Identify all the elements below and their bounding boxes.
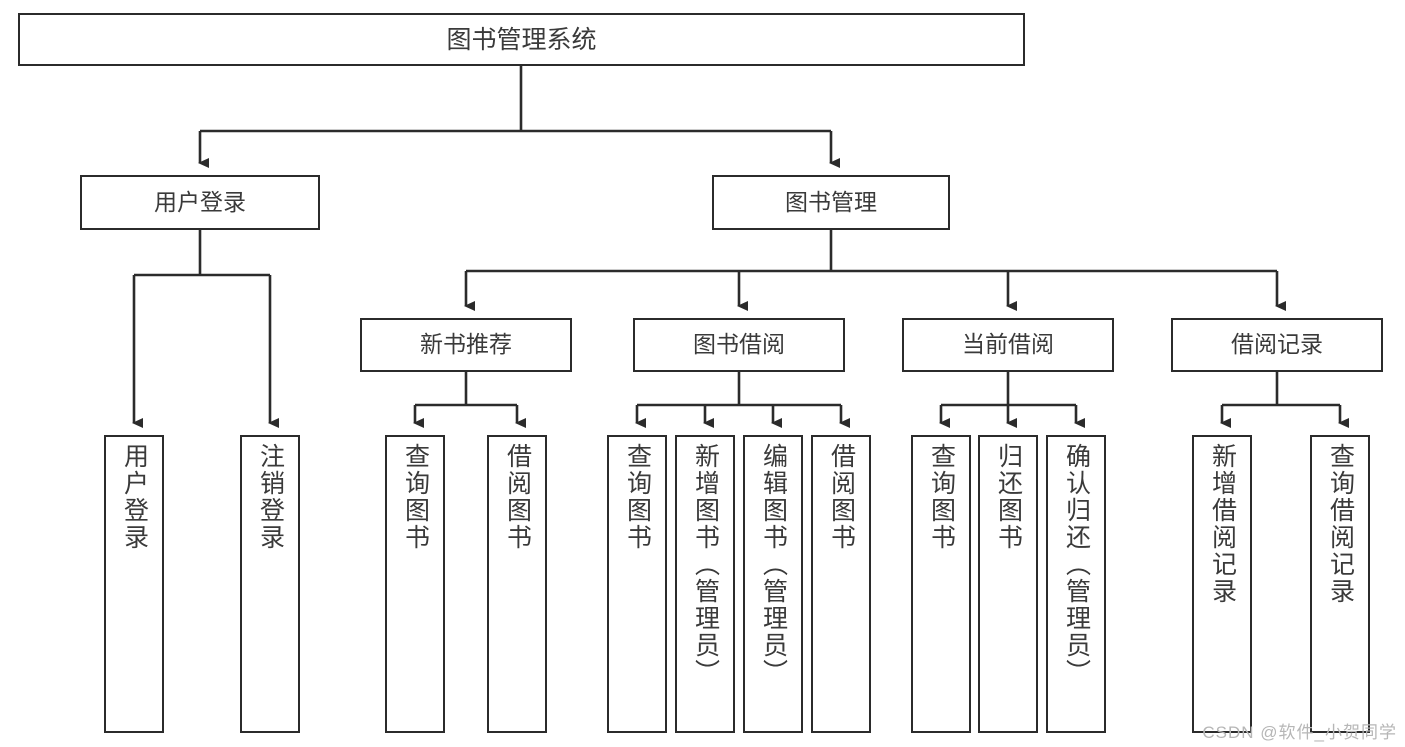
- node-label: 借阅图书: [827, 443, 856, 551]
- node-borrow-records[interactable]: 借阅记录: [1171, 318, 1383, 372]
- node-leaf-logout[interactable]: 注销登录: [240, 435, 300, 733]
- node-leaf-query-books-borrow[interactable]: 查询图书: [607, 435, 667, 733]
- node-leaf-borrow-books-recommend[interactable]: 借阅图书: [487, 435, 547, 733]
- node-label: 用户登录: [120, 443, 149, 551]
- node-label: 查询图书: [623, 443, 652, 551]
- node-label: 确认归还（管理员）: [1062, 443, 1091, 686]
- node-label: 新增图书（管理员）: [691, 443, 720, 686]
- node-label: 用户登录: [154, 188, 246, 215]
- node-user-login[interactable]: 用户登录: [80, 175, 320, 230]
- node-label: 新增借阅记录: [1208, 443, 1237, 605]
- node-leaf-confirm-return-admin[interactable]: 确认归还（管理员）: [1046, 435, 1106, 733]
- node-label: 图书管理系统: [446, 25, 597, 54]
- node-leaf-borrow-book[interactable]: 借阅图书: [811, 435, 871, 733]
- node-leaf-user-login[interactable]: 用户登录: [104, 435, 164, 733]
- node-label: 新书推荐: [420, 331, 512, 358]
- node-leaf-edit-book-admin[interactable]: 编辑图书（管理员）: [743, 435, 803, 733]
- node-label: 查询图书: [927, 443, 956, 551]
- node-label: 借阅图书: [503, 443, 532, 551]
- node-label: 图书借阅: [693, 331, 785, 358]
- node-label: 查询图书: [401, 443, 430, 551]
- node-label: 当前借阅: [962, 331, 1054, 358]
- node-new-book-recommend[interactable]: 新书推荐: [360, 318, 572, 372]
- node-label: 图书管理: [785, 188, 877, 215]
- node-leaf-query-books-current[interactable]: 查询图书: [911, 435, 971, 733]
- node-label: 借阅记录: [1231, 331, 1323, 358]
- node-label: 编辑图书（管理员）: [759, 443, 788, 686]
- node-leaf-query-books-recommend[interactable]: 查询图书: [385, 435, 445, 733]
- node-label: 查询借阅记录: [1326, 443, 1355, 605]
- node-book-borrow[interactable]: 图书借阅: [633, 318, 845, 372]
- node-leaf-query-borrow-record[interactable]: 查询借阅记录: [1310, 435, 1370, 733]
- node-label: 注销登录: [256, 443, 285, 551]
- node-label: 归还图书: [994, 443, 1023, 551]
- node-leaf-add-book-admin[interactable]: 新增图书（管理员）: [675, 435, 735, 733]
- node-current-borrow[interactable]: 当前借阅: [902, 318, 1114, 372]
- node-leaf-add-borrow-record[interactable]: 新增借阅记录: [1192, 435, 1252, 733]
- node-root-system[interactable]: 图书管理系统: [18, 13, 1025, 66]
- node-book-management[interactable]: 图书管理: [712, 175, 950, 230]
- node-leaf-return-book[interactable]: 归还图书: [978, 435, 1038, 733]
